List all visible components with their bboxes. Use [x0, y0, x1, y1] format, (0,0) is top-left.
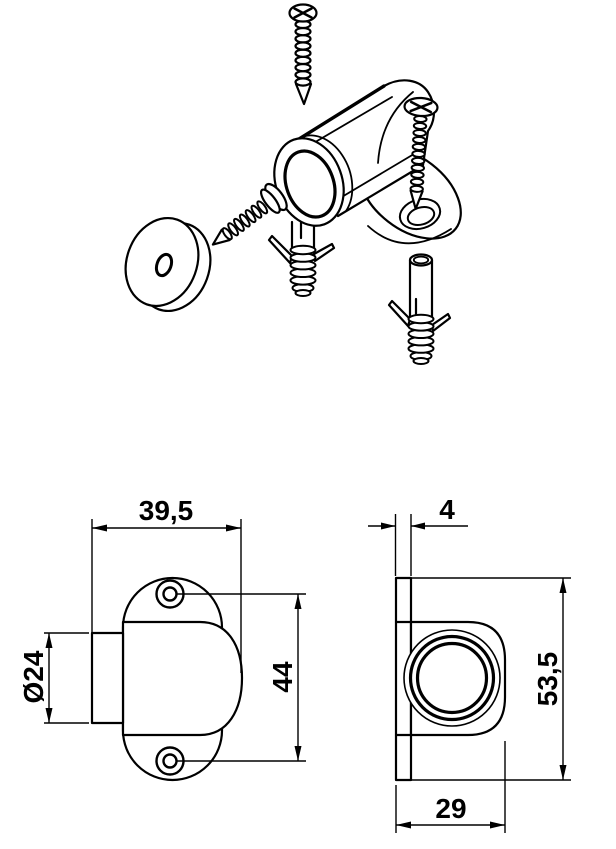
plug-tip-cap [294, 289, 312, 297]
dimension-label: 53,5 [532, 652, 563, 707]
arrowhead-icon [45, 633, 53, 648]
dimension-label: 29 [435, 793, 466, 824]
barrel-back-cap [382, 79, 436, 167]
dimension-body-width: 29 [395, 741, 506, 833]
screw-thread [238, 213, 251, 228]
counter-plate-screw [211, 182, 288, 246]
screw-thread [221, 227, 233, 241]
barrel-seam-bottom [329, 150, 420, 205]
plug-fin [312, 242, 336, 263]
extension-line [411, 577, 571, 781]
right-view: 4 53,5 29 [368, 494, 571, 833]
screw-thread [256, 200, 269, 215]
plug-top-inner [412, 255, 430, 265]
screw-thread [410, 156, 426, 165]
counter-plate [124, 216, 212, 313]
arrowhead-icon [92, 524, 107, 532]
screw-hole-bottom-inner [162, 753, 178, 769]
screw-thread [227, 222, 239, 237]
cylinder-profile [90, 631, 125, 725]
plug-fin [267, 234, 294, 265]
extension-line [394, 514, 412, 576]
screw-thread [411, 149, 426, 158]
dimension-diameter: Ø24 [18, 632, 89, 724]
screw-thread [244, 209, 257, 224]
face-magnet-ring [283, 149, 337, 219]
dimension-height: 53,5 [411, 577, 571, 781]
arrowhead-icon [490, 821, 505, 829]
plug-rib [289, 244, 317, 256]
screw-thread [250, 204, 263, 219]
screw-thread [412, 121, 428, 130]
barrel-bottom-edge [336, 163, 425, 218]
screw-thread [412, 135, 427, 144]
phillips-cross-icon [409, 100, 433, 114]
screw-thread [411, 142, 427, 151]
wall-plug-left [267, 220, 336, 297]
plate-step-line [394, 620, 413, 737]
face-inner-ring [415, 641, 489, 715]
front-rim-step-arc [297, 134, 354, 212]
barrel-back-face-arc [377, 91, 414, 164]
extension-line [91, 519, 242, 673]
left-view: 39,5 Ø24 44 [18, 495, 306, 782]
body-profile [121, 620, 244, 737]
flange-thickness-edge [367, 225, 452, 245]
screw-thread [409, 184, 424, 193]
arrowhead-icon [294, 594, 302, 609]
exploded-view [124, 3, 462, 365]
screw-thread [410, 170, 425, 179]
dimension-plate-thickness: 4 [368, 494, 468, 576]
barrel-top-edge [289, 84, 386, 146]
screw-thread [410, 163, 426, 172]
arrowhead-icon [226, 524, 241, 532]
screw-hole-top-inner [162, 586, 178, 602]
phillips-cross-icon [293, 7, 313, 19]
wall-plug-right [387, 253, 452, 365]
top-screw [288, 3, 318, 106]
dimension-label: Ø24 [18, 650, 49, 703]
screw-head [259, 188, 281, 214]
plug-tip-cap [412, 357, 430, 365]
screw-thread [233, 217, 245, 232]
arrowhead-icon [381, 522, 396, 530]
flange-hole [406, 206, 436, 226]
extension-line [177, 593, 306, 762]
main-body [267, 79, 462, 297]
arrowhead-icon [45, 708, 53, 723]
screw-thread [412, 128, 427, 137]
plug-fin [430, 312, 452, 333]
arrowhead-icon [559, 765, 567, 780]
dimension-width: 39,5 [91, 495, 242, 673]
screw-tip [294, 82, 313, 106]
disc-center-hole [154, 252, 174, 278]
dimension-label: 44 [267, 661, 298, 693]
screw-thread [409, 177, 425, 186]
dimension-label: 4 [439, 494, 455, 525]
plug-rib [407, 313, 435, 325]
dimension-hole-spacing: 44 [177, 593, 306, 762]
arrowhead-icon [294, 746, 302, 761]
arrowhead-icon [411, 522, 425, 530]
dimension-label: 39,5 [139, 495, 194, 526]
mounting-screw [403, 96, 439, 210]
arrowhead-icon [559, 578, 567, 593]
arrowhead-icon [396, 821, 411, 829]
plug-body-side [408, 258, 434, 321]
plug-fin [387, 299, 412, 328]
extension-line [44, 632, 89, 724]
